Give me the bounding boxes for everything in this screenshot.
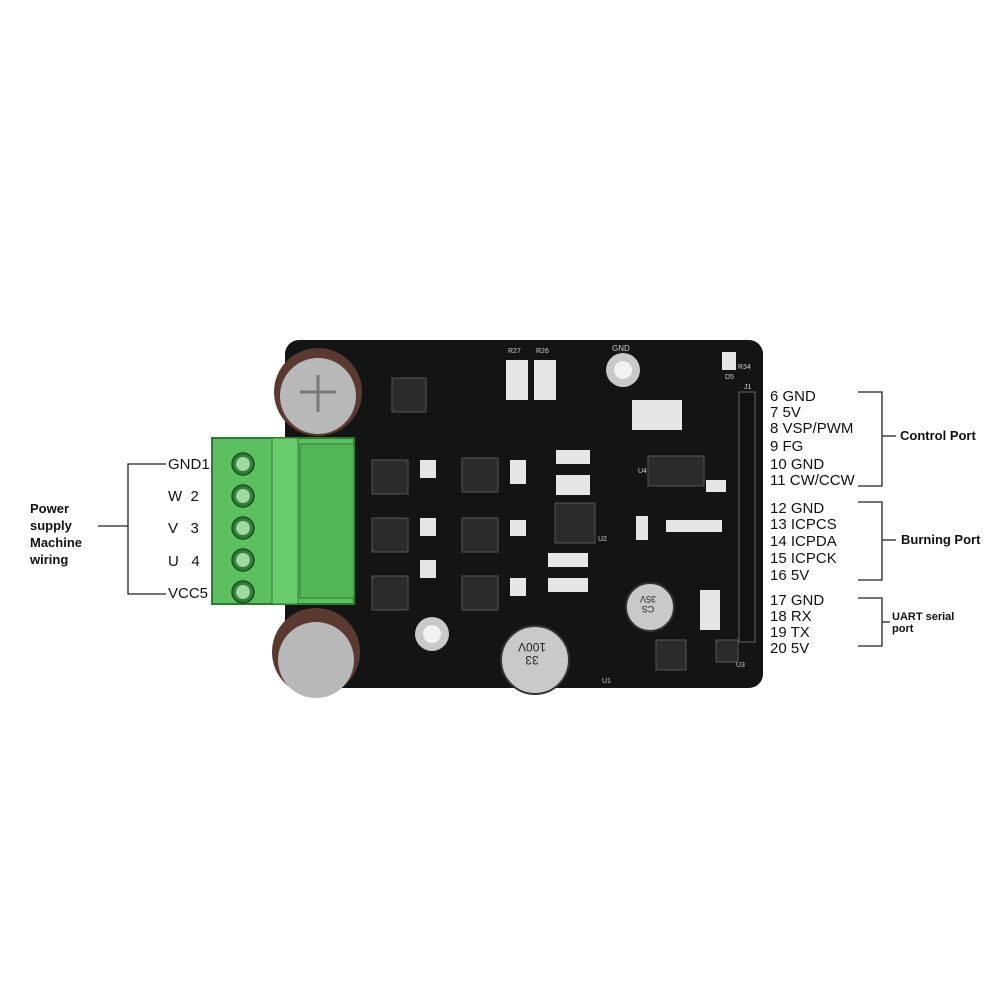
terminal-screw-head [236,585,250,599]
capacitor-small [625,582,675,632]
smd-components [420,352,736,630]
pin-10: 10 GND [770,456,825,473]
pin-14: 14 ICPDA [770,533,837,550]
gnd-silkscreen: GND [612,344,630,353]
pin-19: 19 TX [770,624,810,641]
silk-r26: R26 [536,348,549,355]
cap-large-marking: 33 100V [518,640,547,667]
terminal-screw-head [236,489,250,503]
control-port-title: Control Port [900,428,976,443]
silk-r34: R34 [738,364,751,371]
pin-12: 12 GND [770,500,825,517]
capacitor-top [274,348,362,436]
pin-9: 9 FG [770,438,804,455]
terminal-label-3: V 3 [168,520,199,537]
silk-d5: D5 [725,374,734,381]
right-brackets [858,391,896,647]
silk-u1: U1 [602,678,611,685]
pin-8: 8 VSP/PWM [770,420,854,437]
silk-u4: U4 [638,468,647,475]
terminal-label-2: W 2 [168,488,199,505]
power-supply-label: Power supply Machine wiring [30,501,83,567]
pin-16: 16 5V [770,567,810,584]
terminal-screw-head [236,553,250,567]
pin-17: 17 GND [770,592,825,609]
pin-15: 15 ICPCK [770,550,837,567]
capacitor-bottom [272,608,360,698]
terminal-screw-head [236,521,250,535]
pin-18: 18 RX [770,608,812,625]
pin-6: 6 GND [770,388,816,405]
pin-20: 20 5V [770,640,810,657]
terminal-screw-head [236,457,250,471]
pin-header [738,391,756,643]
terminal-label-4: U 4 [168,553,200,570]
burning-port-title: Burning Port [901,532,981,547]
silk-j1: J1 [744,384,752,391]
terminal-label-1: GND1 [168,456,210,473]
cap-small-marking: CS 35V [640,594,657,614]
mosfet-chips [371,377,739,671]
silk-u2: U2 [598,536,607,543]
pin-7: 7 5V [770,404,801,421]
pin-11: 11 CW/CCW [770,472,855,489]
uart-port-title: UART serial port [892,611,955,635]
pin-13: 13 ICPCS [770,516,837,533]
left-bracket [98,463,166,595]
silk-r27: R27 [508,348,521,355]
capacitor-large [500,625,570,695]
silk-u3: U3 [736,662,745,669]
terminal-label-5: VCC5 [168,585,209,602]
